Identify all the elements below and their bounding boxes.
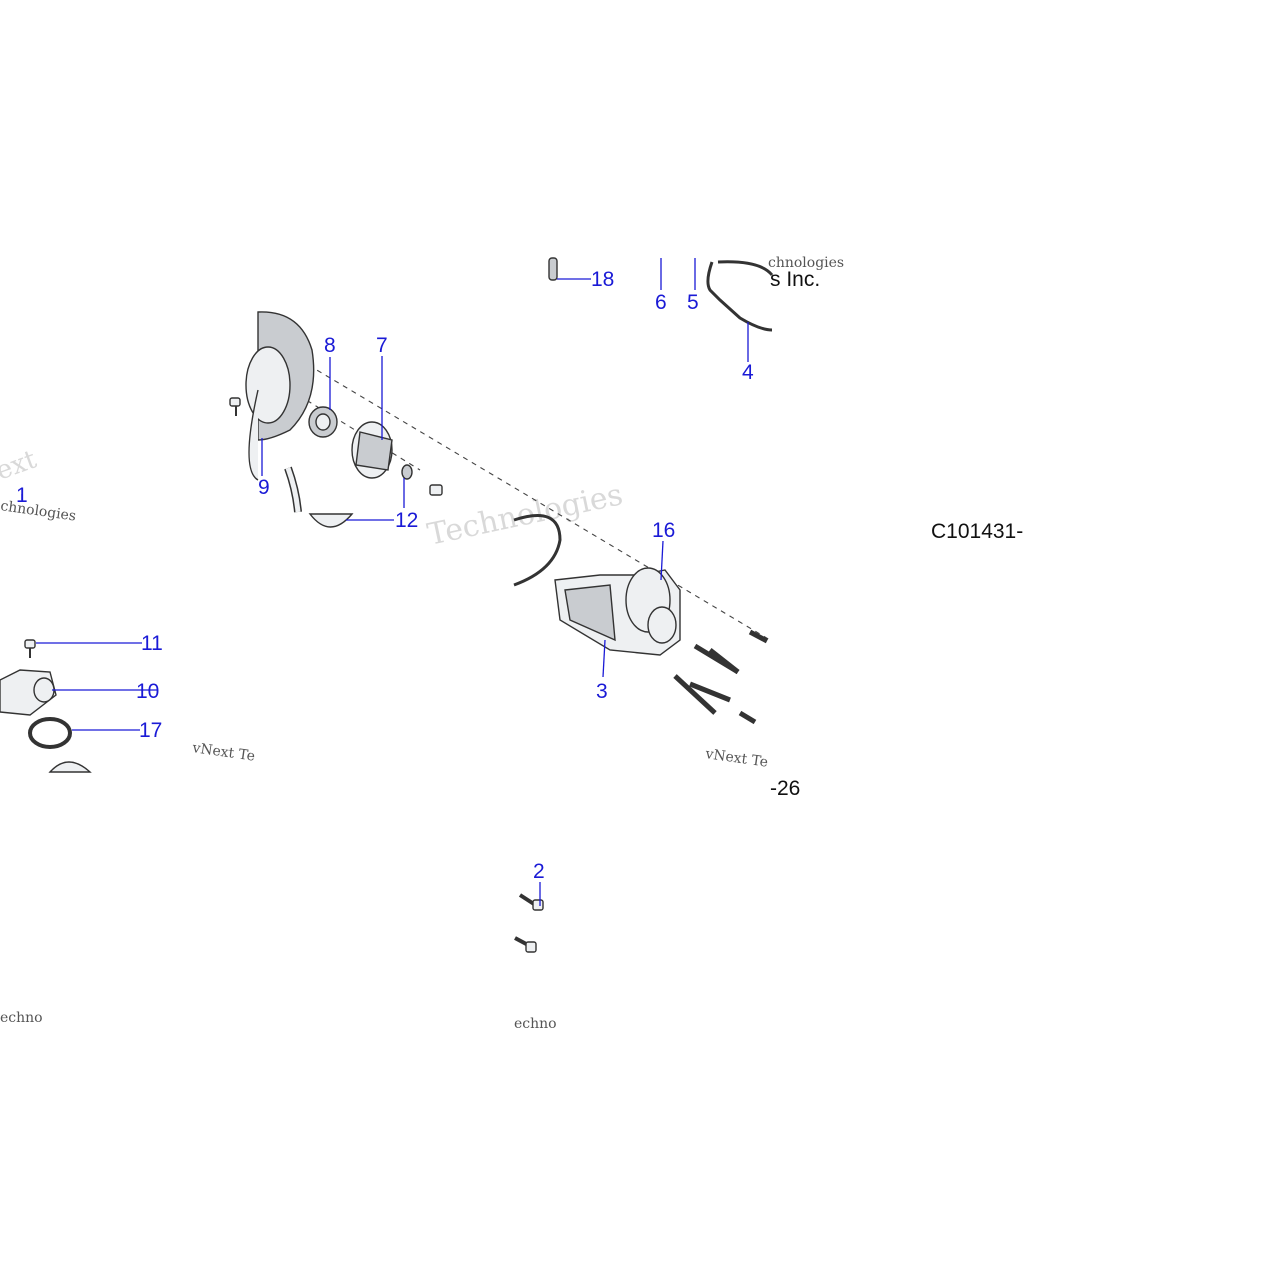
callout-18: 18 — [591, 268, 614, 291]
assembly-axis-line — [299, 359, 771, 641]
outlet-housing-part — [0, 669, 57, 716]
callout-6: 6 — [655, 291, 667, 314]
leader-lines — [21, 258, 749, 906]
gasket-part — [706, 261, 773, 332]
callout-10: 10 — [136, 680, 159, 703]
housing-cover — [245, 311, 315, 481]
thermostat-part — [308, 513, 354, 528]
gasket-part — [717, 260, 774, 277]
callout-2: 2 — [533, 860, 545, 883]
watermark-fragment: echno — [0, 1010, 43, 1026]
page-reference-fragment: -26 — [770, 777, 800, 800]
watermark-fragment: vNext Te — [703, 746, 769, 771]
bolt-set — [673, 629, 769, 725]
watermark-fragment: chnologies — [0, 498, 77, 524]
callout-labels: 1 2 3 4 5 6 7 8 9 10 11 12 16 17 18 — [16, 268, 754, 883]
watermark-fragment: ext — [0, 444, 41, 486]
callout-16: 16 — [652, 519, 675, 542]
company-name-fragment: s Inc. — [770, 268, 820, 291]
seal-part — [308, 406, 338, 438]
callout-8: 8 — [324, 334, 336, 357]
nut-part — [429, 484, 443, 496]
impeller-part — [351, 421, 393, 479]
callout-11: 11 — [141, 632, 163, 655]
washer-part — [401, 464, 413, 480]
callout-1: 1 — [16, 484, 28, 507]
callout-17: 17 — [139, 719, 162, 742]
bolt-part — [229, 397, 241, 416]
callout-7: 7 — [376, 334, 388, 357]
watermark-fragment: Technologies — [424, 477, 625, 553]
thermostat-part — [48, 761, 92, 773]
callout-12: 12 — [395, 509, 418, 532]
o-ring-part — [28, 717, 72, 749]
pump-housing-part — [554, 567, 681, 656]
callout-5: 5 — [687, 291, 699, 314]
bolt-part — [24, 639, 36, 649]
diagram-id: C101431- — [931, 520, 1023, 543]
watermark-fragment: echno — [514, 1016, 557, 1032]
callout-3: 3 — [596, 680, 608, 703]
bolt-pair — [514, 893, 544, 953]
gasket-part — [513, 514, 562, 587]
pin-part — [548, 257, 558, 281]
watermark-fragment: vNext Te — [190, 740, 256, 765]
callout-9: 9 — [258, 476, 270, 499]
watermark-fragment: chnologies — [768, 255, 844, 271]
callout-4: 4 — [742, 361, 754, 384]
